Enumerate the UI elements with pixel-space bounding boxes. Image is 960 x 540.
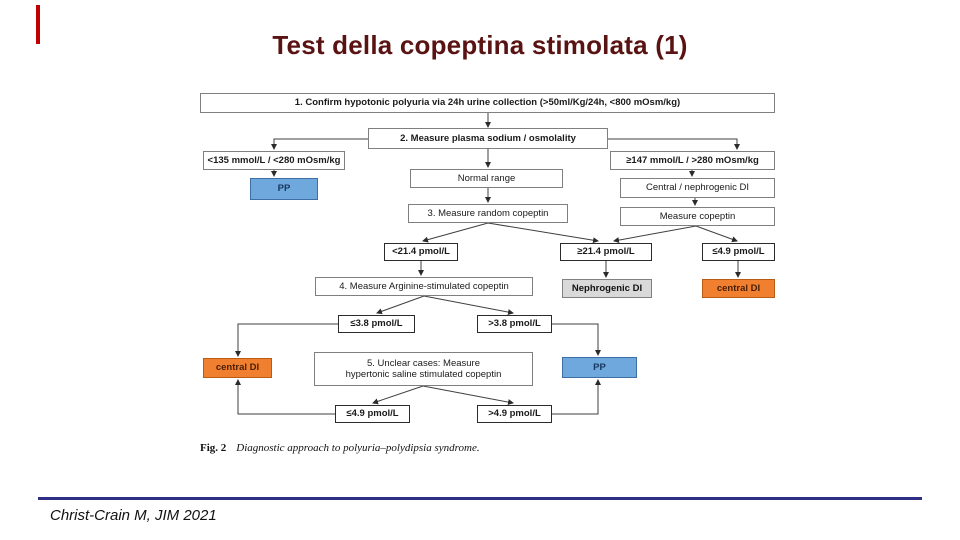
node-step5-line2: hypertonic saline stimulated copeptin — [345, 369, 502, 380]
node-high-sodium: ≥147 mmol/L / >280 mOsm/kg — [610, 151, 775, 170]
node-le-3-8: ≤3.8 pmol/L — [338, 315, 415, 333]
node-pp-top: PP — [250, 178, 318, 200]
node-normal-range: Normal range — [410, 169, 563, 188]
figure-caption-text: Diagnostic approach to polyuria–polydips… — [236, 442, 480, 454]
node-step1: 1. Confirm hypotonic polyuria via 24h ur… — [200, 93, 775, 113]
figure-caption-label: Fig. 2 — [200, 442, 227, 454]
node-step5: 5. Unclear cases: Measure hypertonic sal… — [314, 352, 533, 386]
node-pp-right: PP — [562, 357, 637, 378]
node-measure-copeptin: Measure copeptin — [620, 207, 775, 226]
flowchart-figure: 1. Confirm hypotonic polyuria via 24h ur… — [195, 88, 785, 468]
node-step2: 2. Measure plasma sodium / osmolality — [368, 128, 608, 149]
node-gt-3-8: >3.8 pmol/L — [477, 315, 552, 333]
node-step3: 3. Measure random copeptin — [408, 204, 568, 223]
node-le-4-9: ≤4.9 pmol/L — [702, 243, 775, 261]
red-accent-bar — [36, 5, 40, 44]
flow-connectors — [235, 113, 741, 415]
figure-caption: Fig. 2 Diagnostic approach to polyuria–po… — [200, 442, 760, 454]
footer-divider-line — [38, 497, 922, 500]
node-step4: 4. Measure Arginine-stimulated copeptin — [315, 277, 533, 296]
node-central-di-right: central DI — [702, 279, 775, 298]
node-gt-4-9-bottom: >4.9 pmol/L — [477, 405, 552, 423]
node-step5-line1: 5. Unclear cases: Measure — [367, 357, 480, 369]
node-lt-21-4: <21.4 pmol/L — [384, 243, 458, 261]
node-nephrogenic-di: Nephrogenic DI — [562, 279, 652, 298]
node-central-di-left: central DI — [203, 358, 272, 378]
node-low-sodium: <135 mmol/L / <280 mOsm/kg — [203, 151, 345, 170]
slide-title: Test della copeptina stimolata (1) — [272, 30, 688, 60]
node-ge-21-4: ≥21.4 pmol/L — [560, 243, 652, 261]
node-central-nephrogenic: Central / nephrogenic DI — [620, 178, 775, 198]
node-le-4-9-bottom: ≤4.9 pmol/L — [335, 405, 410, 423]
citation-text: Christ-Crain M, JIM 2021 — [50, 507, 217, 524]
